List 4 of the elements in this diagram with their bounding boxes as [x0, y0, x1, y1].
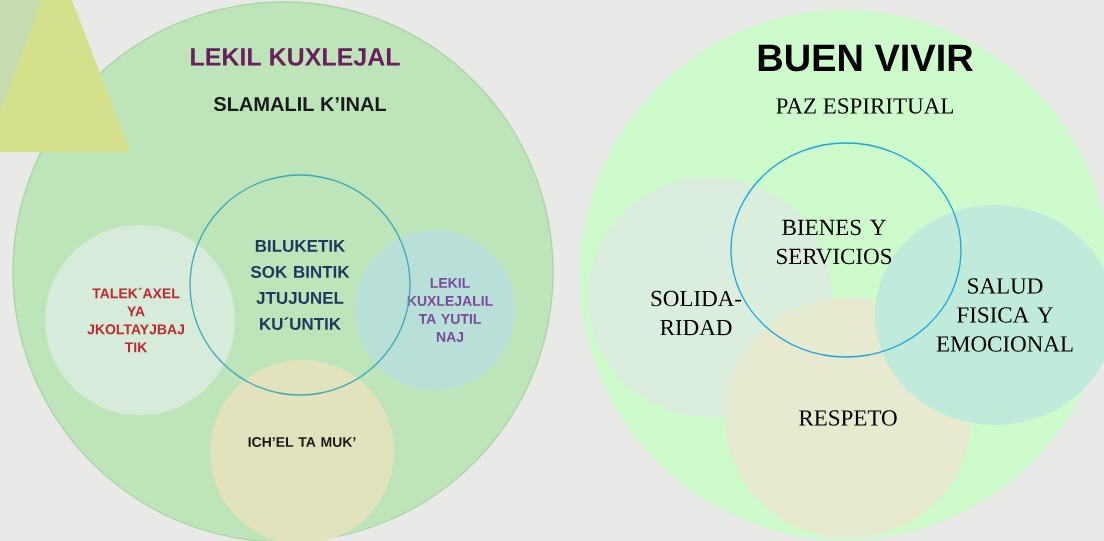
circle-label: PAZ ESPIRITUAL	[776, 98, 953, 114]
heading: BUEN VIVIR	[758, 44, 973, 72]
heading: LEKIL KUXLEJAL	[191, 48, 400, 66]
circle-label: SLAMALIL K’INAL	[213, 96, 387, 112]
